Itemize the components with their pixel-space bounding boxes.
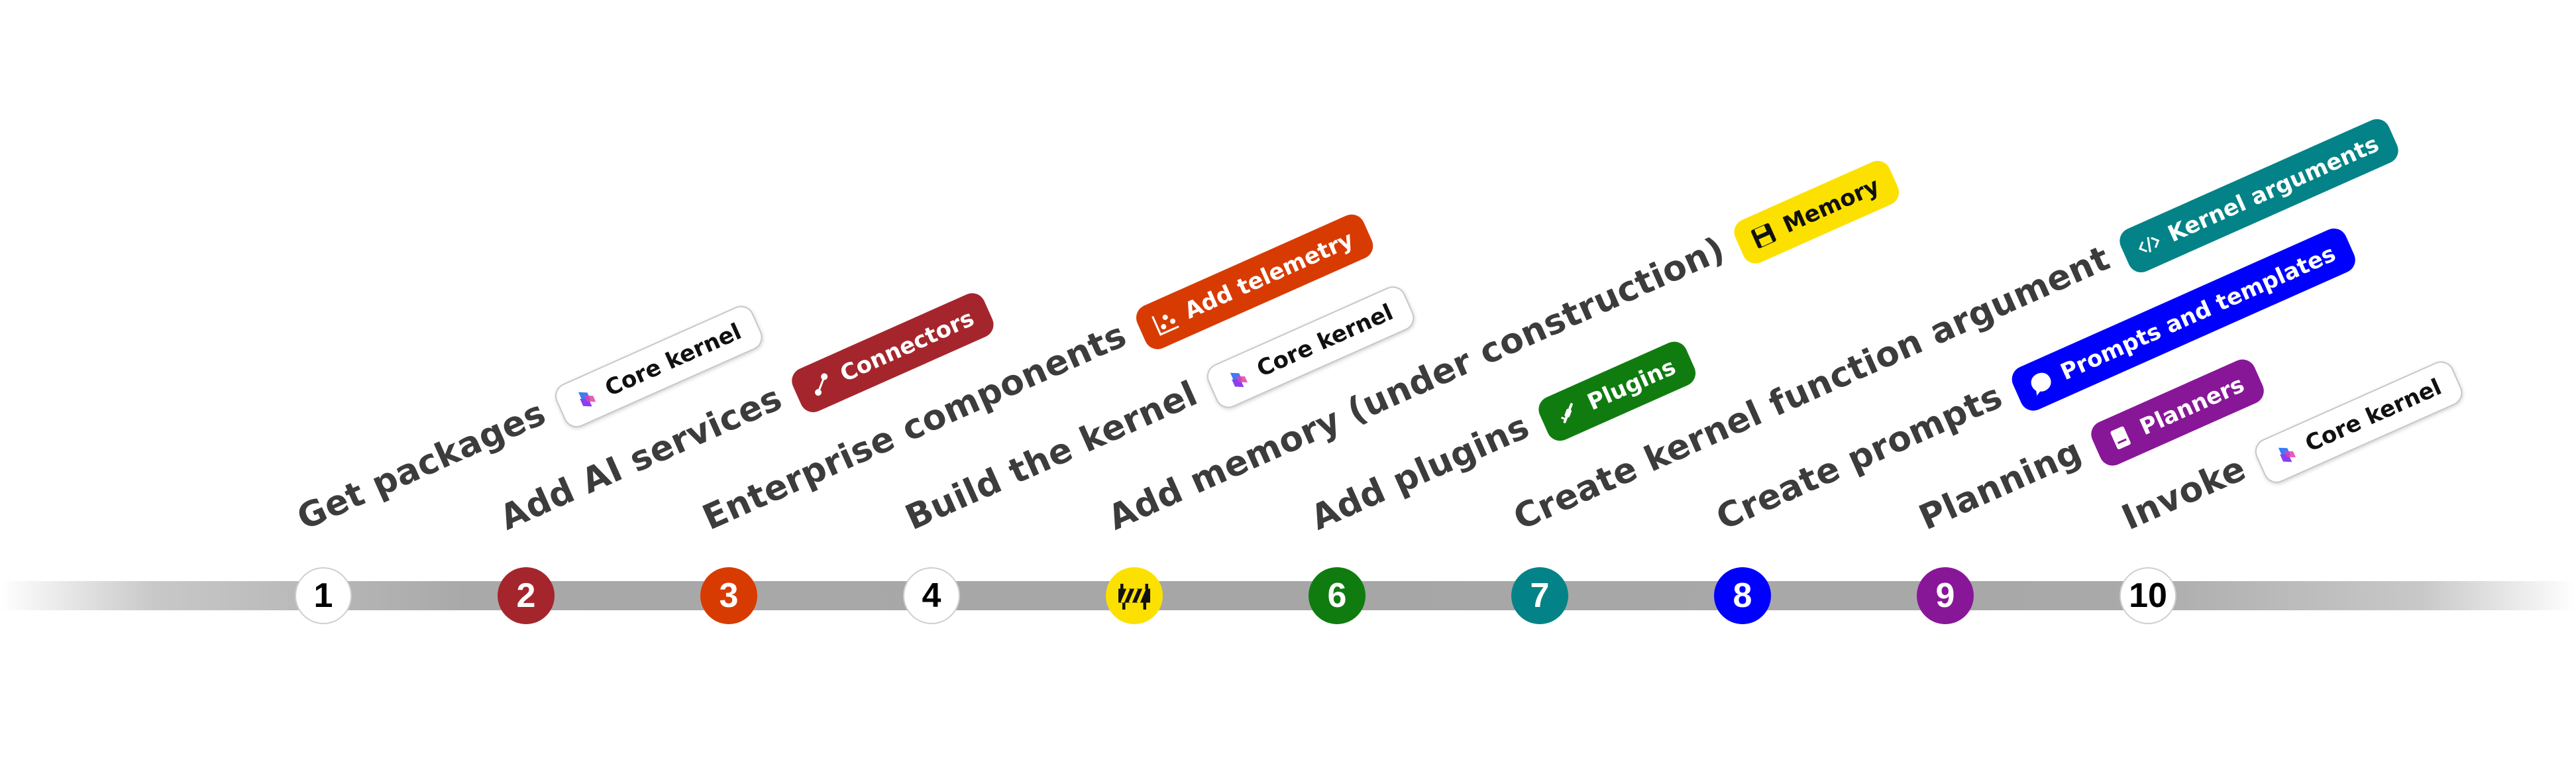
step-number: 8 bbox=[1733, 576, 1752, 615]
prompts-and-templates-badge[interactable]: Prompts and templates bbox=[2008, 224, 2360, 415]
step-circle-1: 1 bbox=[295, 567, 352, 624]
step-label: Invoke bbox=[2116, 449, 2252, 539]
step-circle-8: 8 bbox=[1714, 567, 1771, 624]
step-number: 9 bbox=[1935, 576, 1955, 615]
semantic-kernel-logo-icon bbox=[2267, 435, 2305, 474]
step-circle-10: 10 bbox=[2120, 567, 2176, 624]
telemetry-chart-icon bbox=[1146, 302, 1185, 341]
connector-icon bbox=[802, 365, 840, 404]
save-disk-icon bbox=[1744, 217, 1783, 255]
notebook-icon bbox=[2102, 419, 2140, 457]
badge-label: Plugins bbox=[1583, 353, 1680, 416]
badge-group: Add telemetry bbox=[1127, 199, 1377, 354]
semantic-kernel-logo-icon bbox=[1218, 360, 1257, 399]
step-number: 7 bbox=[1530, 576, 1550, 615]
step-circle-6: 6 bbox=[1309, 567, 1366, 624]
badge-label: Memory bbox=[1779, 172, 1884, 239]
step-number: 3 bbox=[719, 576, 739, 615]
badge-group: Core kernel bbox=[1198, 272, 1419, 413]
badge-group: Core kernel bbox=[546, 291, 767, 432]
badge-group: Prompts and templates bbox=[2003, 213, 2360, 415]
badge-label: Planners bbox=[2135, 371, 2249, 441]
step-circle-9: 9 bbox=[1917, 567, 1974, 624]
step-number: 1 bbox=[313, 576, 333, 615]
core-kernel-badge[interactable]: Core kernel bbox=[1203, 282, 1419, 413]
construction-barrier-icon bbox=[1114, 576, 1154, 616]
step-circle-5 bbox=[1106, 567, 1163, 624]
core-kernel-badge[interactable]: Core kernel bbox=[2251, 357, 2467, 487]
step-circle-3: 3 bbox=[700, 567, 757, 624]
chat-bubble-icon bbox=[2022, 364, 2061, 402]
badge-group: Connectors bbox=[782, 278, 998, 417]
code-brackets-icon bbox=[2129, 225, 2168, 264]
planners-badge[interactable]: Planners bbox=[2087, 355, 2269, 470]
step-number: 2 bbox=[516, 576, 536, 615]
core-kernel-badge[interactable]: Core kernel bbox=[551, 301, 767, 432]
add-telemetry-badge[interactable]: Add telemetry bbox=[1132, 210, 1377, 354]
badge-label: Core kernel bbox=[2301, 374, 2446, 458]
timeline-track bbox=[0, 581, 2576, 610]
step-number: 6 bbox=[1327, 576, 1347, 615]
semantic-kernel-logo-icon bbox=[566, 380, 605, 418]
connectors-badge[interactable]: Connectors bbox=[787, 288, 998, 417]
badge-group: Plugins bbox=[1530, 327, 1700, 445]
step-number: 4 bbox=[922, 576, 941, 615]
memory-badge[interactable]: Memory bbox=[1730, 156, 1904, 268]
step-circle-7: 7 bbox=[1511, 567, 1568, 624]
kernel-arguments-badge[interactable]: Kernel arguments bbox=[2115, 115, 2403, 277]
plug-icon bbox=[1549, 394, 1587, 432]
step-circle-4: 4 bbox=[903, 567, 960, 624]
step-10: Invoke Core kernel bbox=[2112, 347, 2467, 547]
step-number: 10 bbox=[2129, 576, 2167, 615]
badge-group: Core kernel bbox=[2247, 347, 2467, 487]
badge-group: Kernel arguments bbox=[2110, 104, 2403, 277]
step-5: Add memory (under construction)Memory bbox=[1099, 146, 1904, 547]
badge-group: Planners bbox=[2082, 345, 2269, 470]
badge-label: Kernel arguments bbox=[2164, 131, 2383, 248]
plugins-badge[interactable]: Plugins bbox=[1534, 337, 1700, 445]
badge-group: Memory bbox=[1725, 146, 1904, 268]
step-circle-2: 2 bbox=[498, 567, 555, 624]
